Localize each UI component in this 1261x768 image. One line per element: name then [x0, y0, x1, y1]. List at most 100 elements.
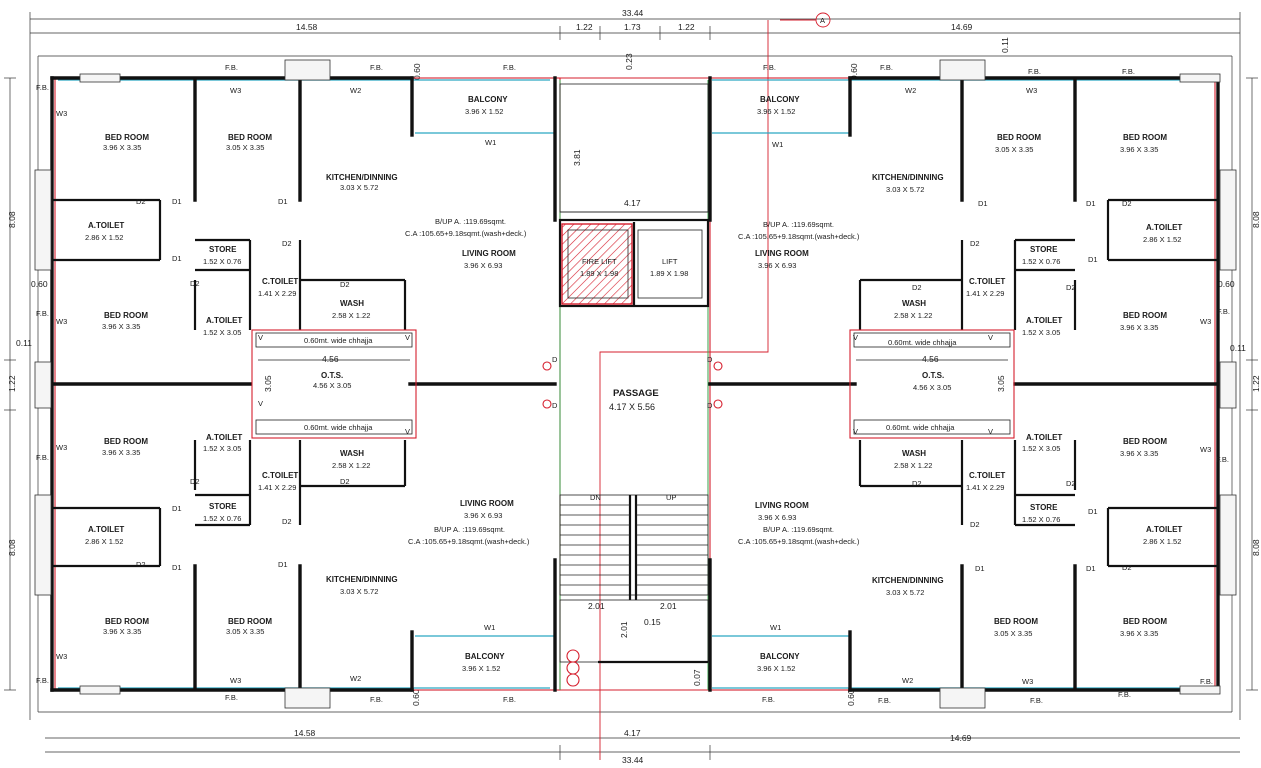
ots-left-group — [251, 329, 417, 439]
grid-marker-a: A — [820, 16, 825, 25]
br-balcony-name: BALCONY — [760, 652, 800, 661]
dim-top-core-b: 1.73 — [624, 22, 641, 32]
d-tag: D — [707, 355, 713, 364]
tr-store-size: 1.52 X 0.76 — [1022, 257, 1060, 266]
dim-top-011: 0.11 — [1000, 37, 1010, 53]
labels-top-right-flat: BALCONY 3.96 X 1.52 KITCHEN/DINNING 3.03… — [738, 95, 1182, 337]
passage-size: 4.17 X 5.56 — [609, 402, 655, 412]
br-bua-size: C.A :105.65+9.18sqmt.(wash+deck.) — [738, 537, 860, 546]
v-tag: V — [405, 333, 410, 342]
bl-store-name: STORE — [209, 502, 237, 511]
ots-right-chhajja-top: 0.60mt. wide chhajja — [888, 338, 957, 347]
bl-bua-size: C.A :105.65+9.18sqmt.(wash+deck.) — [408, 537, 530, 546]
br-atoilet2-size: 1.52 X 3.05 — [1022, 444, 1060, 453]
d1-tag: D1 — [172, 563, 182, 572]
ots-left-size: 4.56 X 3.05 — [313, 381, 351, 390]
tl-bed2-name: BED ROOM — [228, 133, 272, 142]
dim-top-right-width: 14.69 — [951, 22, 973, 32]
d2-tag: D2 — [340, 477, 350, 486]
opening-tags: F.B. F.B. F.B. F.B. F.B. F.B. F.B. F.B. … — [36, 63, 1230, 705]
bl-ctoilet-size: 1.41 X 2.29 — [258, 483, 296, 492]
tl-kitchen-size: 3.03 X 5.72 — [340, 183, 378, 192]
w3-tag: W3 — [1200, 445, 1211, 454]
dim-bottom-core: 4.17 — [624, 728, 641, 738]
ots-left-side: 3.05 — [263, 375, 273, 392]
passage-name: PASSAGE — [613, 388, 659, 399]
tl-ctoilet-size: 1.41 X 2.29 — [258, 289, 296, 298]
tr-atoilet2-size: 1.52 X 3.05 — [1022, 328, 1060, 337]
d1-tag: D1 — [172, 504, 182, 513]
w3-tag: W3 — [56, 443, 67, 452]
tr-bed1-size: 3.96 X 3.35 — [1120, 145, 1158, 154]
v-tag: V — [258, 399, 263, 408]
dim-top-total: 33.44 — [622, 8, 644, 18]
w2-tag: W2 — [905, 86, 916, 95]
w1-tag: W1 — [772, 140, 783, 149]
fb-tag: F.B. — [1028, 67, 1041, 76]
ots-left-chhajja-top: 0.60mt. wide chhajja — [304, 336, 373, 345]
tr-atoilet2-name: A.TOILET — [1026, 316, 1062, 325]
bl-living-name: LIVING ROOM — [460, 499, 514, 508]
w3-tag: W3 — [1026, 86, 1037, 95]
ots-right-group — [849, 329, 1015, 439]
labels-bottom-right-flat: A.TOILET 1.52 X 3.05 BED ROOM 3.96 X 3.3… — [738, 433, 1182, 673]
br-store-size: 1.52 X 0.76 — [1022, 515, 1060, 524]
br-balcony-size: 3.96 X 1.52 — [757, 664, 795, 673]
bl-atoilet-size: 2.86 X 1.52 — [85, 537, 123, 546]
ots-left-dim: 4.56 — [322, 354, 339, 364]
tl-balcony-name: BALCONY — [468, 95, 508, 104]
labels-top-left-flat: BED ROOM 3.96 X 3.35 BED ROOM 3.05 X 3.3… — [85, 95, 527, 337]
v-tag: V — [258, 333, 263, 342]
d1-tag: D1 — [1086, 199, 1096, 208]
tr-bed2-size: 3.05 X 3.35 — [995, 145, 1033, 154]
d2-tag: D2 — [340, 280, 350, 289]
w2-tag: W2 — [902, 676, 913, 685]
bl-bed3-name: BED ROOM — [104, 437, 148, 446]
dim-left-upper: 8.08 — [7, 211, 17, 228]
w1-tag: W1 — [485, 138, 496, 147]
w3-tag: W3 — [230, 86, 241, 95]
bl-kitchen-size: 3.03 X 5.72 — [340, 587, 378, 596]
v-tag: V — [853, 333, 858, 342]
dim-right-lower: 8.08 — [1251, 539, 1261, 556]
d2-tag: D2 — [190, 279, 200, 288]
dim-right-060: 0.60 — [1218, 279, 1235, 289]
dim-bottom-left-width: 14.58 — [294, 728, 316, 738]
bl-balcony-size: 3.96 X 1.52 — [462, 664, 500, 673]
tr-bed3-name: BED ROOM — [1123, 311, 1167, 320]
d2-tag: D2 — [970, 239, 980, 248]
tl-bed2-size: 3.05 X 3.35 — [226, 143, 264, 152]
tl-living-name: LIVING ROOM — [462, 249, 516, 258]
br-kitchen-size: 3.03 X 5.72 — [886, 588, 924, 597]
fb-tag: F.B. — [36, 83, 49, 92]
dim-bottom-060-right: 0.60 — [846, 689, 856, 706]
br-ctoilet-size: 1.41 X 2.29 — [966, 483, 1004, 492]
fb-tag: F.B. — [225, 693, 238, 702]
d-tag: D — [707, 401, 713, 410]
dim-top-left-width: 14.58 — [296, 22, 318, 32]
tr-kitchen-size: 3.03 X 5.72 — [886, 185, 924, 194]
w3-tag: W3 — [1022, 677, 1033, 686]
br-living-name: LIVING ROOM — [755, 501, 809, 510]
w3-tag: W3 — [230, 676, 241, 685]
ots-right-side: 3.05 — [996, 375, 1006, 392]
ots-right-name: O.T.S. — [922, 371, 944, 380]
bl-bed3-size: 3.96 X 3.35 — [102, 448, 140, 457]
w1-tag: W1 — [484, 623, 495, 632]
bl-store-size: 1.52 X 0.76 — [203, 514, 241, 523]
w3-tag: W3 — [56, 317, 67, 326]
hydrant-icon — [566, 649, 580, 687]
v-tag: V — [405, 427, 410, 436]
dim-bottom-060-left: 0.60 — [411, 689, 421, 706]
dim-bottom-total: 33.44 — [622, 755, 644, 765]
fire-extinguisher-icons — [542, 361, 723, 409]
w3-tag: W3 — [56, 109, 67, 118]
fb-tag: F.B. — [370, 63, 383, 72]
tr-ctoilet-name: C.TOILET — [969, 277, 1005, 286]
tl-ctoilet-name: C.TOILET — [262, 277, 298, 286]
bl-living-size: 3.96 X 6.93 — [464, 511, 502, 520]
tr-kitchen-name: KITCHEN/DINNING — [872, 173, 944, 182]
br-bed1-size: 3.96 X 3.35 — [1120, 629, 1158, 638]
tr-bed2-name: BED ROOM — [997, 133, 1041, 142]
w1-tag: W1 — [770, 623, 781, 632]
